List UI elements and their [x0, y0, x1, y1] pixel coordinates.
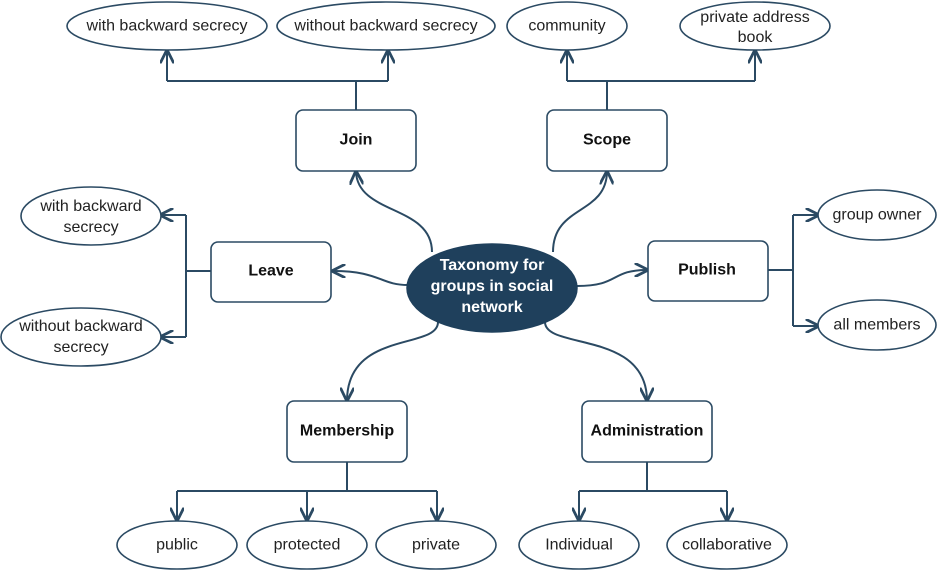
administration-label: Administration	[591, 423, 704, 440]
leave-leaf-without-backward-secrecy: without backward secrecy	[0, 307, 162, 367]
edge-center-leave	[333, 271, 409, 286]
publish-leaf-group-owner: group owner	[817, 189, 937, 241]
join-leaf-with-backward-secrecy: with backward secrecy	[66, 1, 268, 51]
leave-label: Leave	[248, 263, 293, 280]
leaf-text-line-1: without backward	[18, 318, 143, 335]
join-leaf-without-backward-secrecy: without backward secrecy	[276, 1, 496, 51]
join-node: Join	[295, 109, 417, 172]
publish-label: Publish	[678, 262, 736, 279]
membership-label: Membership	[300, 423, 394, 440]
leaf-text: protected	[274, 537, 341, 554]
leaf-text-line-1: private address	[700, 9, 809, 26]
leaf-text: private	[412, 537, 460, 554]
center-text-line-2: groups in social	[431, 278, 554, 295]
edge-center-scope	[552, 172, 607, 253]
edge-join-bracket	[167, 80, 388, 110]
leaf-text: with backward secrecy	[86, 18, 248, 35]
leaf-text: public	[156, 537, 198, 554]
leaf-text-line-2: secrecy	[53, 339, 108, 356]
membership-leaf-public: public	[116, 520, 238, 570]
membership-node: Membership	[286, 400, 408, 463]
membership-leaf-protected: protected	[246, 520, 368, 570]
leave-node: Leave	[210, 241, 332, 303]
membership-leaf-private: private	[375, 520, 497, 570]
edge-publish-bracket	[768, 215, 794, 326]
administration-leaf-individual: Individual	[518, 520, 640, 570]
scope-label: Scope	[583, 132, 631, 149]
leaf-text: without backward secrecy	[293, 18, 477, 35]
leaf-text: group owner	[833, 207, 923, 224]
leaf-text-line-2: secrecy	[63, 219, 118, 236]
edge-leave-bracket	[185, 215, 211, 337]
edge-scope-bracket	[567, 80, 755, 110]
edge-center-administration	[544, 321, 647, 400]
center-text-line-1: Taxonomy for	[440, 257, 545, 274]
scope-node: Scope	[546, 109, 668, 172]
leaf-text: Individual	[545, 537, 613, 554]
leaf-text: community	[528, 18, 605, 35]
edge-center-membership	[347, 321, 439, 400]
edge-center-join	[356, 172, 433, 253]
leaf-text-line-1: with backward	[39, 198, 141, 215]
edge-center-publish	[576, 270, 647, 287]
leaf-text: all members	[833, 317, 920, 334]
scope-leaf-private-address-book: private address book	[679, 1, 831, 51]
leaf-text-line-2: book	[738, 29, 774, 46]
join-label: Join	[340, 132, 373, 149]
edge-membership-bracket	[177, 462, 437, 492]
administration-node: Administration	[581, 400, 713, 463]
scope-leaf-community: community	[506, 1, 628, 51]
leaf-text: collaborative	[682, 537, 772, 554]
edge-administration-bracket	[579, 462, 727, 492]
center-node: Taxonomy for groups in social network	[406, 243, 578, 333]
leave-leaf-with-backward-secrecy: with backward secrecy	[20, 186, 162, 246]
administration-leaf-collaborative: collaborative	[666, 520, 788, 570]
center-text-line-3: network	[461, 299, 522, 316]
publish-leaf-all-members: all members	[817, 299, 937, 351]
publish-node: Publish	[647, 240, 769, 302]
